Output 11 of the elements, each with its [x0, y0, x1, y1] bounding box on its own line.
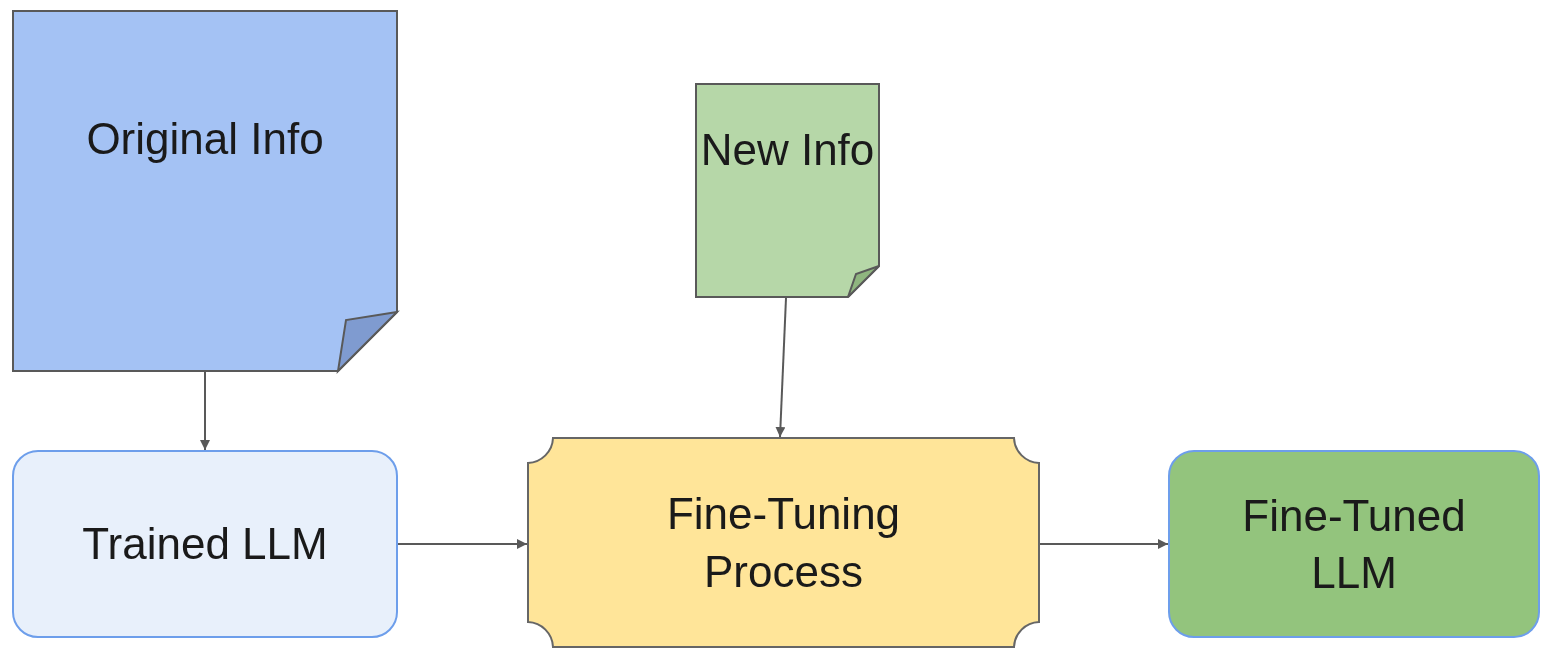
node-label: Fine-Tuned LLM: [1241, 489, 1467, 599]
arrow: [1039, 539, 1169, 549]
arrow: [775, 297, 787, 438]
node-label: Fine-Tuning Process: [665, 488, 902, 598]
arrow: [200, 371, 210, 451]
node-label: New Info: [700, 124, 875, 176]
rounded-box: [12, 450, 398, 638]
node-label: Trained LLM: [82, 518, 328, 571]
node-label: Original Info: [86, 113, 324, 165]
arrow: [397, 539, 528, 549]
rounded-box: [1168, 450, 1540, 638]
